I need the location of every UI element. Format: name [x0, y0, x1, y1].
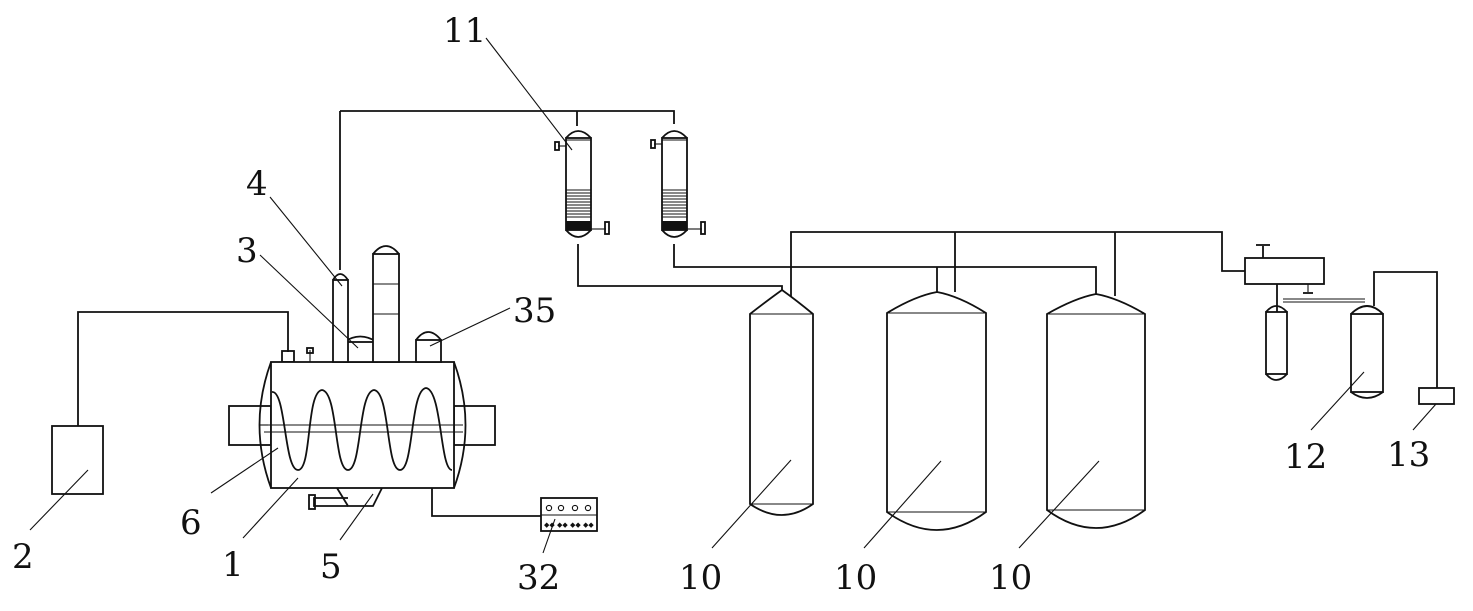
label-receiver-3: 10	[989, 558, 1032, 598]
riser-column	[332, 111, 349, 363]
receiver-1	[749, 288, 814, 516]
leader-lines	[29, 37, 1437, 554]
control-panel: ◆◆ ◆◆ ◆◆ ◆◆	[540, 497, 598, 532]
label-feed-tank: 2	[12, 537, 34, 577]
column-right	[650, 130, 706, 238]
label-control-panel: 32	[517, 558, 560, 598]
label-outlet: 13	[1387, 435, 1430, 475]
label-receiver-2: 10	[834, 558, 877, 598]
label-screw: 6	[180, 503, 202, 543]
signal-line	[431, 488, 541, 517]
vent-stack	[372, 245, 400, 363]
receiver-2	[886, 291, 987, 531]
screw-agitator	[271, 387, 453, 471]
label-condenser-small: 3	[236, 231, 258, 271]
label-filters: 12	[1284, 437, 1327, 477]
feed-tank	[51, 311, 295, 495]
svg-text:◆◆ ◆◆ ◆◆ ◆◆: ◆◆ ◆◆ ◆◆ ◆◆	[544, 521, 594, 529]
discharge-hopper	[308, 487, 383, 510]
reactor-vessel	[228, 361, 496, 489]
vent-header	[790, 231, 1245, 300]
outlet-box	[1418, 387, 1455, 405]
overhead-pipe	[340, 110, 675, 124]
label-columns: 11	[443, 11, 486, 51]
dome-vessel	[415, 331, 442, 363]
label-tank-a: 1	[222, 545, 244, 585]
label-riser: 4	[246, 164, 268, 204]
column-outlet-2	[673, 244, 1097, 296]
label-receiver-1: 10	[679, 558, 722, 598]
column-outlet-1	[577, 244, 783, 300]
label-discharge: 5	[320, 547, 342, 587]
condenser-small	[343, 335, 378, 363]
filter-unit	[1244, 244, 1438, 399]
column-left	[554, 130, 610, 238]
label-dome: 35	[513, 291, 556, 331]
receiver-3	[1046, 293, 1146, 529]
